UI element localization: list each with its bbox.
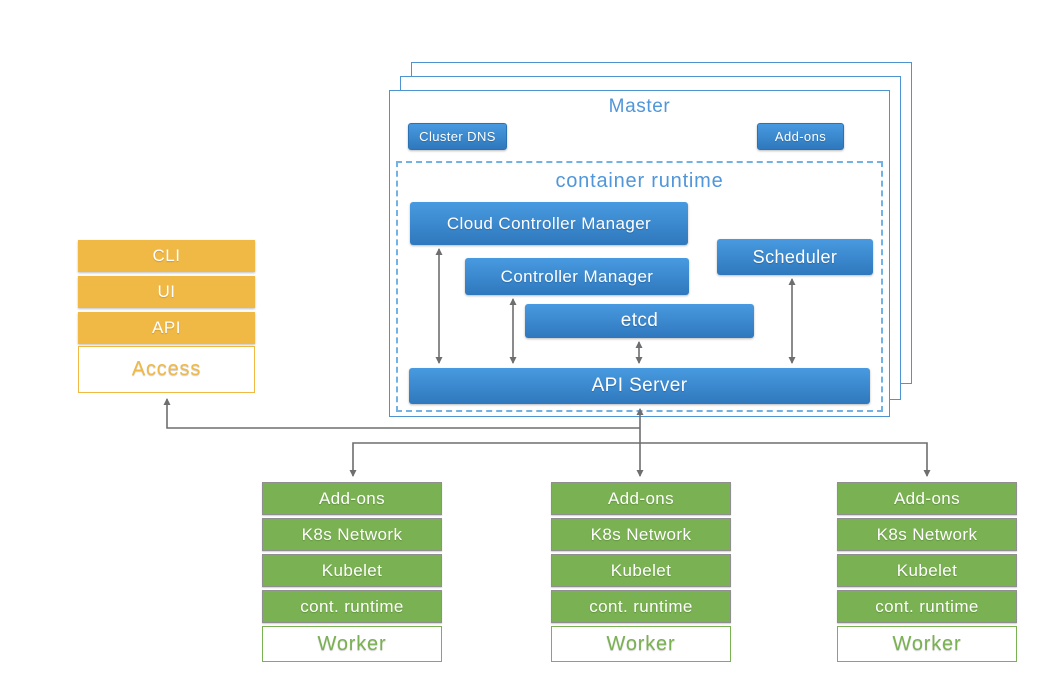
controller-manager-box: Controller Manager	[465, 258, 689, 295]
container-runtime-title: container runtime	[555, 170, 724, 192]
worker-label-box: Worker	[837, 626, 1017, 662]
worker-node-1: Add-ons K8s Network Kubelet cont. runtim…	[262, 482, 442, 662]
access-item-cli: CLI	[78, 240, 255, 272]
worker-item-kubelet: Kubelet	[837, 554, 1017, 587]
worker-node-2: Add-ons K8s Network Kubelet cont. runtim…	[551, 482, 731, 662]
etcd-box: etcd	[525, 304, 754, 338]
worker-item-addons: Add-ons	[262, 482, 442, 515]
cluster-dns-box: Cluster DNS	[408, 123, 507, 150]
access-item-ui: UI	[78, 276, 255, 308]
worker-item-k8s-network: K8s Network	[837, 518, 1017, 551]
worker-item-kubelet: Kubelet	[262, 554, 442, 587]
worker-item-addons: Add-ons	[837, 482, 1017, 515]
arrow-apiserver-worker-left	[349, 442, 640, 477]
worker-item-kubelet: Kubelet	[551, 554, 731, 587]
worker-item-cont-runtime: cont. runtime	[262, 590, 442, 623]
master-addons-box: Add-ons	[757, 123, 844, 150]
worker-item-cont-runtime: cont. runtime	[551, 590, 731, 623]
access-stack: CLI UI API Access	[78, 240, 255, 393]
worker-item-k8s-network: K8s Network	[551, 518, 731, 551]
worker-label-box: Worker	[262, 626, 442, 662]
cloud-controller-manager-box: Cloud Controller Manager	[410, 202, 688, 245]
arrow-apiserver-worker-right	[640, 442, 931, 477]
access-label-box: Access	[78, 346, 255, 393]
worker-item-k8s-network: K8s Network	[262, 518, 442, 551]
worker-label-box: Worker	[551, 626, 731, 662]
worker-item-cont-runtime: cont. runtime	[837, 590, 1017, 623]
worker-node-3: Add-ons K8s Network Kubelet cont. runtim…	[837, 482, 1017, 662]
api-server-box: API Server	[409, 368, 870, 404]
access-item-api: API	[78, 312, 255, 344]
scheduler-box: Scheduler	[717, 239, 873, 275]
worker-item-addons: Add-ons	[551, 482, 731, 515]
master-title: Master	[608, 96, 671, 117]
